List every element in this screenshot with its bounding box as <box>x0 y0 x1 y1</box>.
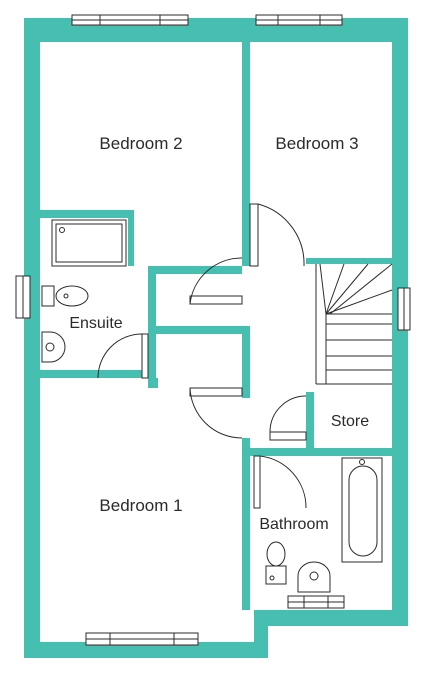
bath-icon <box>341 457 383 563</box>
window-bedroom1 <box>85 632 199 646</box>
bathroom-toilet-icon <box>265 541 287 585</box>
door-bedroom2 <box>189 257 243 305</box>
ensuite-shower-icon <box>51 219 127 267</box>
door-bathroom <box>253 455 307 509</box>
ensuite-fixtures <box>41 219 127 363</box>
doors <box>97 203 307 509</box>
window-ensuite <box>15 275 31 319</box>
door-bedroom1 <box>189 387 243 439</box>
bathroom-basin-icon <box>297 561 331 593</box>
room-label-bedroom2: Bedroom 2 <box>99 134 182 153</box>
window-stairs <box>397 287 411 331</box>
door-bedroom3 <box>249 203 305 267</box>
staircase <box>315 263 393 385</box>
door-ensuite <box>97 333 149 379</box>
room-label-ensuite: Ensuite <box>69 315 122 332</box>
ensuite-basin-icon <box>41 331 66 363</box>
room-label-bedroom1: Bedroom 1 <box>99 496 182 515</box>
door-store <box>269 395 307 441</box>
window-bathroom <box>287 595 345 609</box>
window-bedroom2 <box>71 14 189 26</box>
windows <box>15 14 411 646</box>
window-bedroom3 <box>255 14 343 26</box>
bathroom-fixtures <box>265 457 383 593</box>
room-label-bedroom3: Bedroom 3 <box>275 134 358 153</box>
ensuite-toilet-icon <box>41 285 89 307</box>
room-label-bathroom: Bathroom <box>259 516 328 533</box>
room-label-store: Store <box>331 413 369 430</box>
